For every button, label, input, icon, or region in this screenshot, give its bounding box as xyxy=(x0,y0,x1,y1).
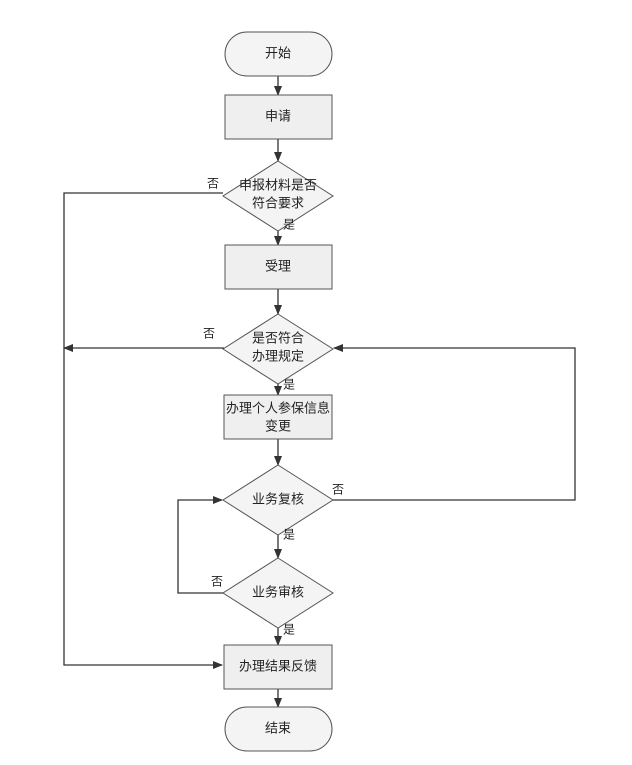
connector-materials-no xyxy=(63,192,223,669)
node-process-change: 办理个人参保信息 变更 xyxy=(223,394,333,440)
node-check-materials: 申报材料是否 符合要求 xyxy=(222,160,334,232)
node-check-materials-label-line2: 符合要求 xyxy=(252,196,304,212)
node-audit-label: 业务审核 xyxy=(252,585,304,601)
node-check-rules-label-line2: 办理规定 xyxy=(252,350,304,365)
node-start: 开始 xyxy=(224,31,333,77)
edge-labels: 否 是 否 是 否 是 否 是 xyxy=(203,177,344,637)
label-review-yes: 是 xyxy=(283,528,295,542)
label-materials-no: 否 xyxy=(207,177,219,191)
node-check-rules: 是否符合 办理规定 xyxy=(222,313,334,385)
node-audit: 业务审核 xyxy=(222,557,334,629)
node-feedback-label: 办理结果反馈 xyxy=(239,660,317,675)
node-start-label: 开始 xyxy=(265,47,291,62)
connector-audit-no xyxy=(177,496,224,594)
node-accept: 受理 xyxy=(224,244,333,290)
label-audit-yes: 是 xyxy=(283,623,295,637)
label-review-no: 否 xyxy=(332,483,344,497)
label-rules-no: 否 xyxy=(203,327,215,341)
node-process-change-label-line1: 办理个人参保信息 xyxy=(226,401,330,417)
label-audit-no: 否 xyxy=(211,575,223,589)
label-rules-yes: 是 xyxy=(283,378,295,392)
node-end: 结束 xyxy=(224,706,333,752)
connectors xyxy=(63,76,576,708)
node-check-materials-label-line1: 申报材料是否 xyxy=(239,179,317,194)
node-review: 业务复核 xyxy=(222,464,334,536)
label-materials-yes: 是 xyxy=(283,218,295,232)
node-process-change-label-line2: 变更 xyxy=(265,419,291,435)
node-review-label: 业务复核 xyxy=(252,492,304,508)
node-check-rules-label-line1: 是否符合 xyxy=(252,331,304,347)
node-apply-label: 申请 xyxy=(265,110,291,125)
node-feedback: 办理结果反馈 xyxy=(223,644,333,690)
node-accept-label: 受理 xyxy=(265,260,291,275)
connector-review-no xyxy=(332,344,576,501)
node-apply: 申请 xyxy=(224,94,333,140)
node-end-label: 结束 xyxy=(265,722,291,737)
